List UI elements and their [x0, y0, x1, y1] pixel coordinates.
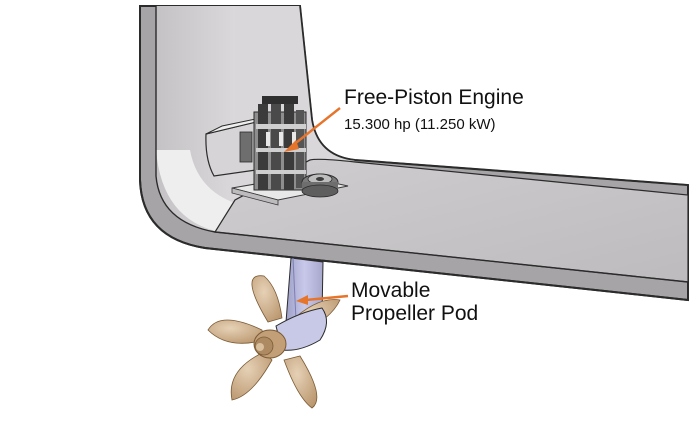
pod-callout-arrow	[305, 294, 349, 302]
engine-callout-arrow	[291, 107, 341, 147]
hull-inner-outline	[155, 6, 689, 283]
pod-label-line-2: Propeller Pod	[351, 302, 479, 325]
engine-power-spec: 15.300 hp (11.250 kW)	[344, 116, 496, 133]
pod-label-line-1: Movable	[351, 279, 431, 302]
propeller-blade	[230, 351, 273, 401]
propeller-blade	[283, 355, 318, 409]
engine-coupling-hub	[301, 173, 339, 198]
hull-outline	[139, 6, 689, 301]
propeller-blade	[251, 275, 283, 323]
pod-callout-arrowhead	[296, 295, 308, 305]
engine-callout-arrowhead	[284, 140, 299, 152]
propeller	[207, 275, 341, 409]
propeller-blade	[207, 319, 265, 344]
free-piston-engine	[253, 96, 307, 191]
hull-rim-outline	[299, 5, 689, 186]
engine-label: Free-Piston Engine	[344, 86, 524, 109]
